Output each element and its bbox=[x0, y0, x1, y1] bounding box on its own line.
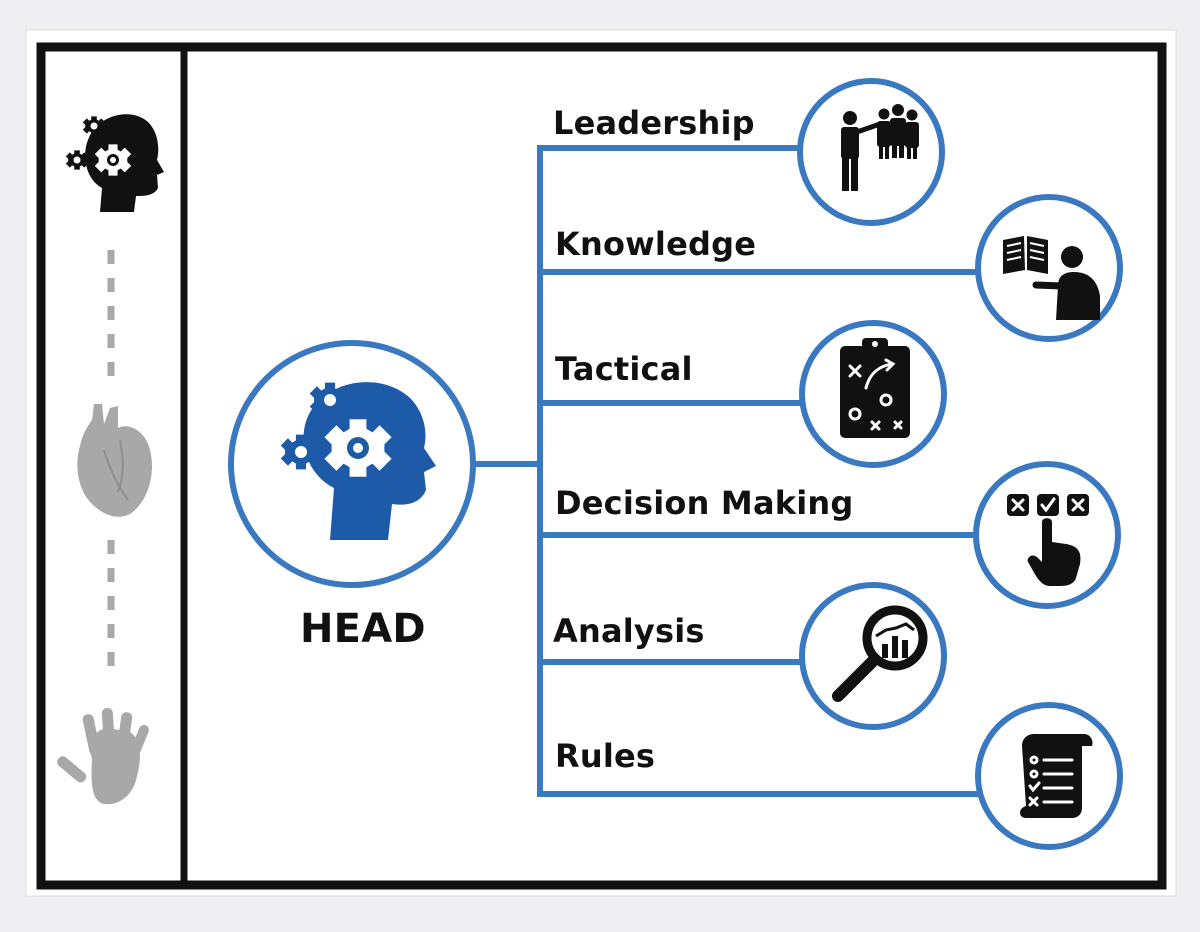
clipboard-tactics-icon bbox=[840, 338, 910, 438]
branch-connectors bbox=[471, 145, 981, 797]
branch-label-rules: Rules bbox=[555, 737, 656, 775]
center-head-gears-icon bbox=[280, 382, 436, 540]
checkbox-choice-icon bbox=[1007, 494, 1089, 586]
branch-label-analysis: Analysis bbox=[553, 612, 705, 650]
heart-icon bbox=[77, 404, 152, 517]
outer-frame bbox=[36, 42, 1167, 890]
center-node bbox=[228, 340, 476, 588]
center-label: HEAD bbox=[300, 606, 426, 652]
branch-label-knowledge: Knowledge bbox=[555, 225, 757, 263]
scroll-list-icon bbox=[1020, 734, 1093, 818]
branch-label-decision-making: Decision Making bbox=[555, 484, 854, 522]
teacher-book-icon bbox=[1003, 236, 1100, 320]
hand-print-icon bbox=[57, 707, 149, 805]
branch-label-tactical: Tactical bbox=[555, 350, 693, 388]
leader-group-icon bbox=[841, 104, 919, 191]
branch-label-leadership: Leadership bbox=[553, 104, 755, 142]
node-circle-leadership bbox=[797, 78, 945, 226]
head-gears-icon bbox=[65, 114, 164, 212]
magnifier-chart-icon bbox=[832, 605, 928, 702]
